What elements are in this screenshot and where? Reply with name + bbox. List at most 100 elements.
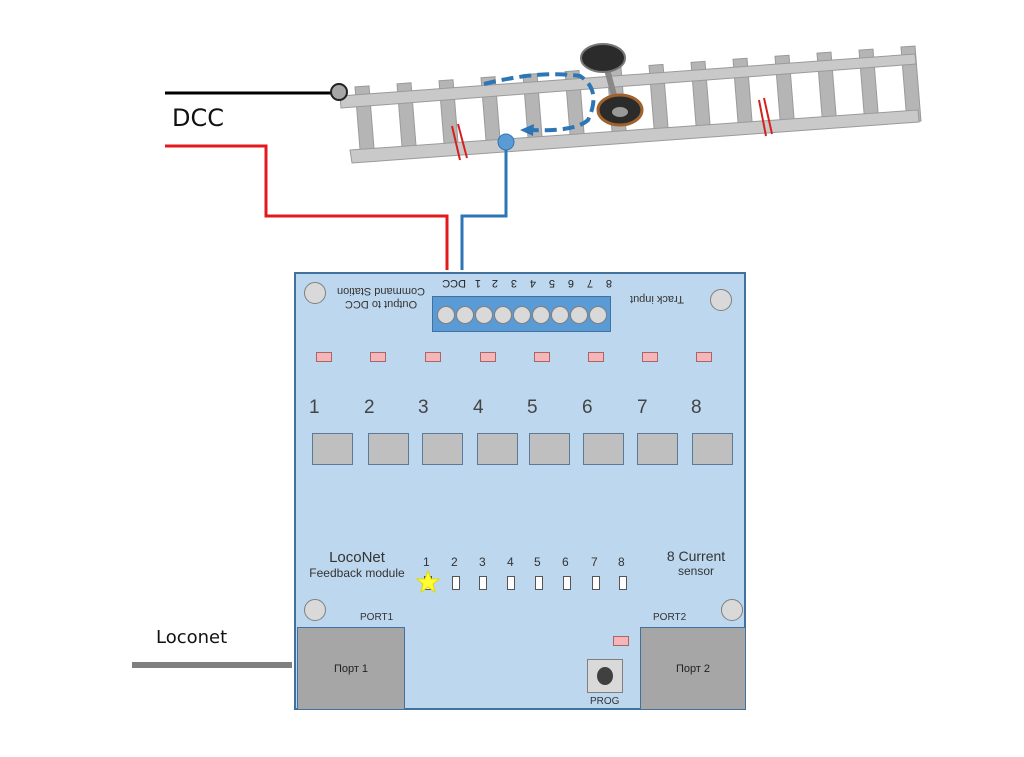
sensor-title-line1: 8 Current bbox=[666, 548, 726, 564]
channel-number: 8 bbox=[691, 397, 702, 418]
indicator-number: 5 bbox=[534, 555, 541, 569]
prog-button-knob bbox=[597, 667, 613, 685]
indicator-number: 1 bbox=[423, 555, 430, 569]
current-sensor-4 bbox=[477, 433, 518, 465]
current-sensor-8 bbox=[692, 433, 733, 465]
channel-number: 2 bbox=[364, 397, 375, 418]
output-label-line1: Output to DCC bbox=[344, 298, 418, 310]
channel-number: 3 bbox=[418, 397, 429, 418]
terminal-label: DCC bbox=[442, 277, 466, 289]
sense-terminal-blue bbox=[497, 133, 515, 151]
indicator-2 bbox=[452, 576, 460, 590]
loconet-port-1[interactable]: Порт 1 bbox=[297, 627, 405, 710]
mounting-hole bbox=[304, 599, 326, 621]
loconet-port-2[interactable]: Порт 2 bbox=[640, 627, 746, 710]
led-4 bbox=[480, 352, 496, 362]
indicator-4 bbox=[507, 576, 515, 590]
rail-gap-right bbox=[758, 97, 773, 137]
screw-terminal-6[interactable] bbox=[551, 306, 569, 324]
screw-terminal-5[interactable] bbox=[532, 306, 550, 324]
led-8 bbox=[696, 352, 712, 362]
current-sensor-5 bbox=[529, 433, 570, 465]
led-6 bbox=[588, 352, 604, 362]
rail-bottom bbox=[349, 109, 920, 164]
channel-number: 6 bbox=[582, 397, 593, 418]
screw-terminal-dcc[interactable] bbox=[437, 306, 455, 324]
terminal-label: 5 bbox=[548, 277, 555, 289]
indicator-7 bbox=[592, 576, 600, 590]
indicator-number: 8 bbox=[618, 555, 625, 569]
current-sensor-2 bbox=[368, 433, 409, 465]
screw-terminal-8[interactable] bbox=[589, 306, 607, 324]
sensor-title-line2: sensor bbox=[677, 564, 715, 578]
led-3 bbox=[425, 352, 441, 362]
railway-track bbox=[339, 45, 922, 164]
dcc-label: DCC bbox=[172, 104, 224, 132]
current-sensor-6 bbox=[583, 433, 624, 465]
channel-number: 7 bbox=[637, 397, 648, 418]
screw-terminal-1[interactable] bbox=[456, 306, 474, 324]
loconet-label: Loconet bbox=[156, 627, 228, 648]
current-path-arrow bbox=[483, 72, 596, 133]
terminal-label: 8 bbox=[605, 277, 612, 289]
indicator-5 bbox=[535, 576, 543, 590]
led-2 bbox=[370, 352, 386, 362]
port1-text: Порт 1 bbox=[333, 662, 369, 675]
dcc-terminal-black bbox=[330, 83, 348, 101]
terminal-label: 6 bbox=[567, 277, 574, 289]
terminal-labels: 8 7 6 5 4 3 2 1 DCC bbox=[442, 276, 612, 294]
rail-top bbox=[339, 53, 917, 109]
terminal-label: 3 bbox=[510, 277, 517, 289]
current-sensor-3 bbox=[422, 433, 463, 465]
terminal-label: 4 bbox=[529, 277, 536, 289]
output-label-line2: Command Station bbox=[336, 285, 426, 297]
terminal-block bbox=[432, 296, 611, 332]
prog-button[interactable] bbox=[587, 659, 623, 693]
indicator-number: 4 bbox=[507, 555, 514, 569]
track-input-label: Track input bbox=[630, 293, 685, 305]
indicator-number: 7 bbox=[591, 555, 598, 569]
screw-terminal-4[interactable] bbox=[513, 306, 531, 324]
channel-number: 5 bbox=[527, 397, 538, 418]
module-title: LocoNet Feedback module bbox=[304, 549, 410, 580]
channel-number: 4 bbox=[473, 397, 484, 418]
indicator-3 bbox=[479, 576, 487, 590]
led-5 bbox=[534, 352, 550, 362]
terminal-label: 2 bbox=[491, 277, 498, 289]
port2-text: Порт 2 bbox=[675, 662, 711, 675]
mounting-hole bbox=[304, 282, 326, 304]
screw-terminal-7[interactable] bbox=[570, 306, 588, 324]
wheelset-icon bbox=[580, 43, 644, 127]
port2-label: PORT2 bbox=[653, 612, 687, 623]
module-title-line1: LocoNet bbox=[329, 549, 385, 566]
terminal-label: 7 bbox=[586, 277, 593, 289]
prog-label: PROG bbox=[590, 696, 620, 707]
feedback-module-board: Output to DCC Command Station Track inpu… bbox=[294, 272, 746, 710]
module-title-line2: Feedback module bbox=[309, 566, 405, 580]
output-to-command-station-label: Output to DCC Command Station bbox=[336, 284, 426, 310]
channel-number: 1 bbox=[309, 397, 320, 418]
led-7 bbox=[642, 352, 658, 362]
active-star-icon bbox=[416, 570, 440, 594]
mounting-hole bbox=[721, 599, 743, 621]
indicator-number: 3 bbox=[479, 555, 486, 569]
current-arrow-head bbox=[520, 124, 534, 136]
port1-label: PORT1 bbox=[360, 612, 394, 623]
dcc-wire-red bbox=[165, 144, 449, 270]
terminal-label: 1 bbox=[474, 277, 481, 289]
indicator-8 bbox=[619, 576, 627, 590]
mounting-hole bbox=[710, 289, 732, 311]
prog-led bbox=[613, 636, 629, 646]
sense-wire-blue bbox=[460, 143, 508, 270]
rail-gap-left bbox=[451, 123, 468, 161]
current-sensor-7 bbox=[637, 433, 678, 465]
screw-terminal-3[interactable] bbox=[494, 306, 512, 324]
current-sensor-1 bbox=[312, 433, 353, 465]
sensor-title: 8 Current sensor bbox=[656, 548, 736, 578]
indicator-6 bbox=[563, 576, 571, 590]
led-1 bbox=[316, 352, 332, 362]
indicator-number: 2 bbox=[451, 555, 458, 569]
screw-terminal-2[interactable] bbox=[475, 306, 493, 324]
indicator-number: 6 bbox=[562, 555, 569, 569]
